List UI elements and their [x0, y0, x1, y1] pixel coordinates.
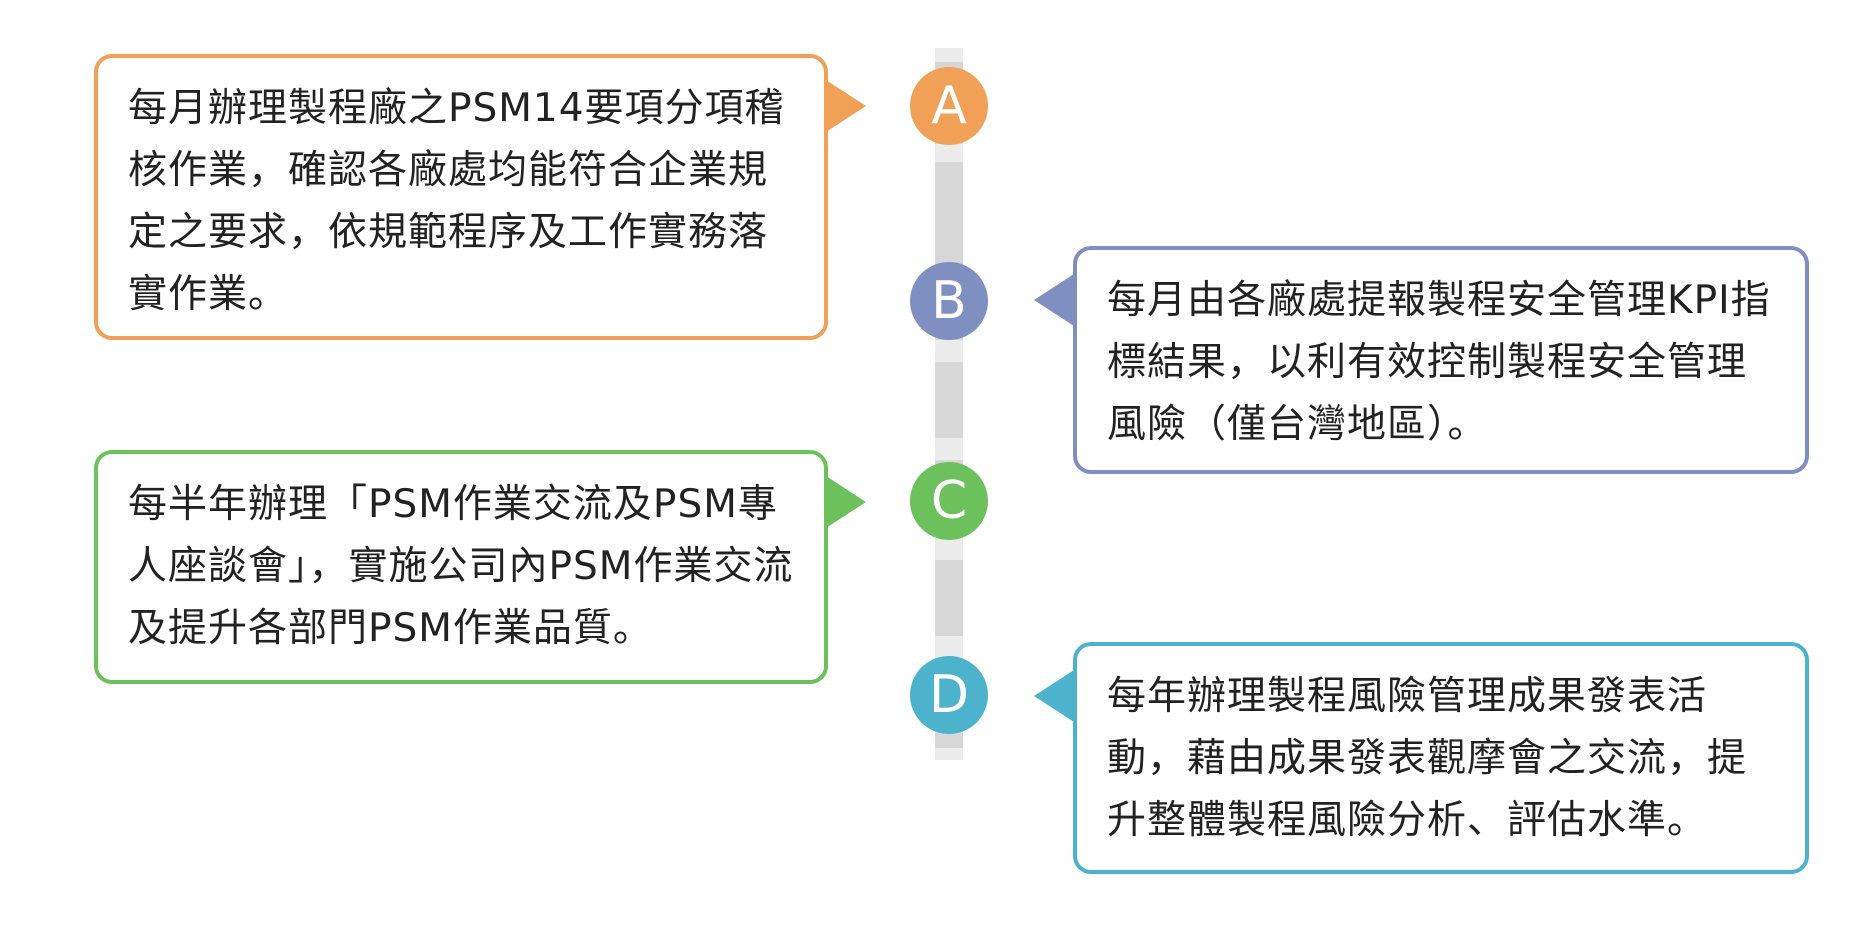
step-d-marker: D	[910, 656, 988, 734]
step-c-text: 每半年辦理「PSM作業交流及PSM專人座談會」，實施公司內PSM作業交流及提升各…	[128, 482, 794, 651]
step-b-marker-label: B	[931, 271, 967, 331]
step-c-card: 每半年辦理「PSM作業交流及PSM專人座談會」，實施公司內PSM作業交流及提升各…	[94, 450, 828, 684]
step-b-marker: B	[910, 262, 988, 340]
step-a-marker-label: A	[931, 76, 967, 136]
timeline-band	[935, 48, 963, 62]
step-c-pointer	[826, 476, 866, 528]
step-b-pointer	[1034, 274, 1074, 326]
step-b-card: 每月由各廠處提報製程安全管理KPI指標結果，以利有效控制製程安全管理風險（僅台灣…	[1073, 246, 1809, 474]
step-a-marker: A	[910, 67, 988, 145]
step-b-text: 每月由各廠處提報製程安全管理KPI指標結果，以利有效控制製程安全管理風險（僅台灣…	[1107, 278, 1771, 447]
step-a-card: 每月辦理製程廠之PSM14要項分項稽核作業，確認各廠處均能符合企業規定之要求，依…	[94, 54, 828, 340]
step-c-marker-label: C	[930, 471, 968, 531]
step-d-pointer	[1034, 670, 1074, 722]
step-d-text: 每年辦理製程風險管理成果發表活動，藉由成果發表觀摩會之交流，提升整體製程風險分析…	[1107, 674, 1748, 843]
timeline-band	[935, 144, 963, 162]
timeline-band	[935, 340, 963, 362]
timeline-band	[935, 538, 963, 560]
timeline-band	[935, 438, 963, 460]
step-d-marker-label: D	[928, 665, 970, 725]
step-c-marker: C	[910, 462, 988, 540]
step-a-pointer	[826, 80, 866, 132]
step-d-card: 每年辦理製程風險管理成果發表活動，藉由成果發表觀摩會之交流，提升整體製程風險分析…	[1073, 642, 1809, 874]
timeline-band	[935, 636, 963, 658]
timeline-band	[935, 748, 963, 760]
step-a-text: 每月辦理製程廠之PSM14要項分項稽核作業，確認各廠處均能符合企業規定之要求，依…	[128, 86, 785, 317]
